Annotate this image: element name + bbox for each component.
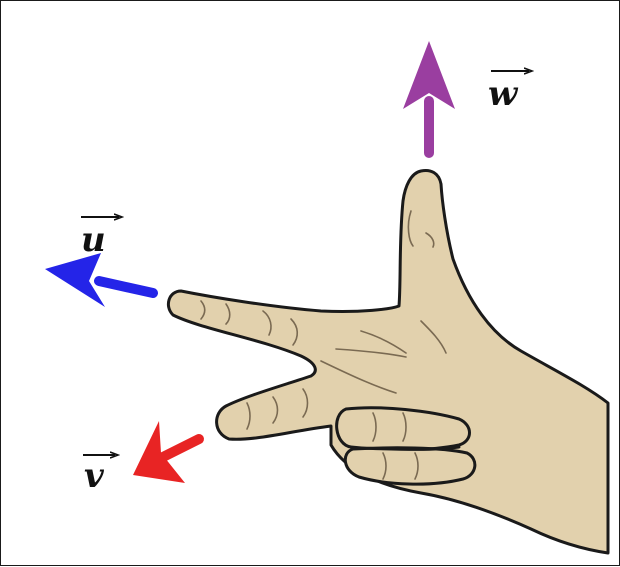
- vector-v-arrow: [133, 421, 199, 483]
- label-v-text: v: [84, 456, 105, 496]
- label-w-text: w: [488, 74, 519, 114]
- vector-w-arrow: [403, 41, 455, 153]
- vector-u-arrow: [45, 253, 153, 307]
- hand-outline: [168, 171, 608, 553]
- curled-finger-lower: [345, 448, 475, 484]
- label-v: v: [83, 455, 115, 496]
- label-u: u: [81, 217, 119, 260]
- label-u-text: u: [81, 220, 106, 260]
- hand-icon: [168, 171, 608, 553]
- label-w: w: [488, 71, 529, 114]
